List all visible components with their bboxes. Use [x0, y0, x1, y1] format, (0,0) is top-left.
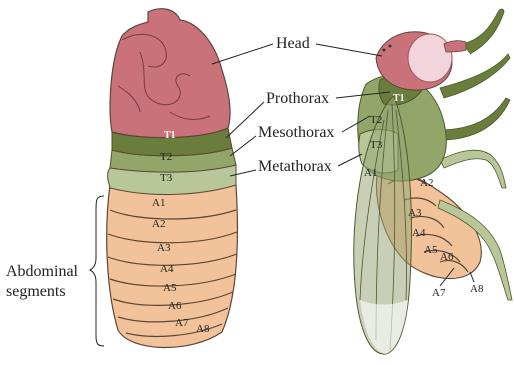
larva-body: T1 T2 T3 A1 A2 A3 A4 A5 A6 A7 A8 [107, 9, 238, 348]
fly-label-a8: A8 [470, 283, 484, 295]
abdominal-bracket [90, 196, 104, 346]
fly-ocelli-1 [383, 49, 386, 52]
fly-wing-tip [360, 300, 408, 354]
fly-label-t1: T1 [393, 93, 405, 104]
fly-label-a2: A2 [420, 177, 433, 189]
abdominal-label-line2: segments [6, 283, 66, 300]
fly-hind-leg [440, 150, 506, 188]
larva-label-a2: A2 [152, 218, 165, 230]
larva-label-a6: A6 [168, 300, 182, 312]
fly-label-a4: A4 [412, 227, 426, 239]
fly-label-t3: T3 [370, 139, 383, 151]
fly-a8-leader [470, 272, 474, 282]
fly-label-a6: A6 [440, 251, 454, 263]
larva-label-t1: T1 [164, 130, 176, 141]
fly-label-a7: A7 [432, 287, 446, 299]
fly-label-t2: T2 [370, 114, 382, 126]
fly-label-a5: A5 [424, 244, 438, 256]
larva-label-a8: A8 [196, 323, 210, 335]
leader-mesothorax-larva [230, 136, 256, 156]
label-mesothorax: Mesothorax [258, 124, 334, 141]
label-metathorax: Metathorax [258, 158, 332, 175]
larva-label-a4: A4 [160, 263, 174, 275]
larva-label-a3: A3 [157, 242, 171, 254]
larva-label-a5: A5 [163, 282, 177, 294]
fly-eye [408, 34, 452, 82]
fly-middle-leg [438, 98, 510, 140]
label-head: Head [276, 35, 310, 52]
leader-head-fly [316, 44, 382, 56]
larva-label-t3: T3 [160, 172, 173, 184]
fly-label-a1: A1 [364, 167, 377, 179]
fly-ocelli-2 [389, 45, 392, 48]
larva-head [110, 9, 230, 138]
label-prothorax: Prothorax [266, 90, 329, 107]
fly-head-antenna-base [444, 41, 466, 52]
fly-label-a3: A3 [408, 207, 422, 219]
leader-head-larva [212, 44, 273, 64]
abdominal-label-line1: Abdominal [6, 263, 79, 280]
larva-label-t2: T2 [160, 151, 172, 163]
leader-metathorax-fly [338, 154, 362, 166]
larva-label-a1: A1 [152, 197, 165, 209]
fly-antenna [462, 9, 504, 54]
larva-label-a7: A7 [175, 317, 189, 329]
adult-fly: T1 T2 T3 A1 A2 A3 A4 A5 A6 A7 A8 [354, 9, 512, 354]
